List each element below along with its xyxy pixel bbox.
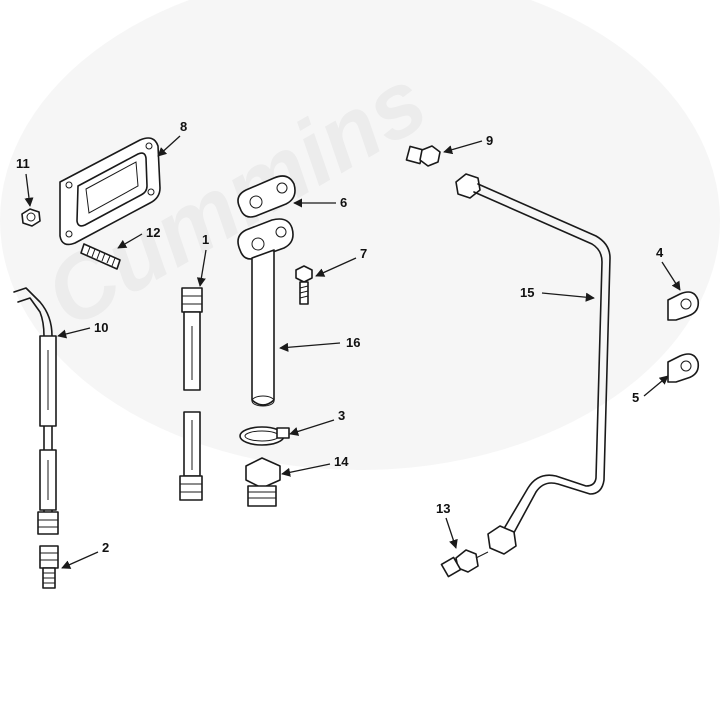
callout-label: 6 (340, 195, 347, 210)
callout-label: 10 (94, 320, 108, 335)
callout-label: 12 (146, 225, 160, 240)
part-4-clip (667, 291, 700, 321)
part-12-stud (80, 243, 121, 270)
callout-label: 9 (486, 133, 493, 148)
callout-15: 15 (520, 285, 595, 302)
callout-label: 2 (102, 540, 109, 555)
callout-4: 4 (656, 245, 681, 291)
callout-6: 6 (293, 195, 347, 210)
callout-1: 1 (196, 232, 209, 287)
callout-label: 11 (16, 156, 30, 171)
part-11-nut (21, 208, 41, 227)
callout-label: 4 (656, 245, 664, 260)
part-9-fitting (405, 145, 441, 167)
part-7-capscrew (295, 265, 313, 305)
callout-label: 1 (202, 232, 209, 247)
callout-8: 8 (157, 119, 187, 157)
part-13-fitting (440, 549, 489, 578)
part-14-fitting (245, 457, 281, 507)
callout-9: 9 (443, 133, 493, 155)
callout-11: 11 (16, 156, 34, 207)
part-15-tube (455, 173, 611, 555)
part-6-gasket (237, 175, 296, 218)
part-10-tube (13, 287, 59, 535)
callout-5: 5 (632, 375, 669, 405)
callout-2: 2 (61, 540, 109, 569)
callout-13: 13 (436, 501, 458, 549)
callout-10: 10 (57, 320, 108, 339)
brand-watermark: Cummins (29, 49, 444, 348)
callout-14: 14 (281, 454, 349, 477)
part-3-clamp (239, 426, 290, 446)
callout-label: 15 (520, 285, 534, 300)
callout-7: 7 (315, 246, 367, 277)
part-16-drain-tube (237, 218, 294, 407)
callout-12: 12 (117, 225, 160, 249)
callout-16: 16 (279, 335, 360, 352)
part-5-clip (667, 353, 700, 383)
callout-label: 5 (632, 390, 639, 405)
callout-label: 7 (360, 246, 367, 261)
callout-label: 3 (338, 408, 345, 423)
callout-label: 14 (334, 454, 349, 469)
callout-label: 8 (180, 119, 187, 134)
callout-3: 3 (289, 408, 345, 436)
callout-label: 13 (436, 501, 450, 516)
part-8-gasket (59, 137, 161, 246)
part-1-tube (179, 287, 203, 501)
part-2-fitting (39, 545, 59, 589)
callout-label: 16 (346, 335, 360, 350)
